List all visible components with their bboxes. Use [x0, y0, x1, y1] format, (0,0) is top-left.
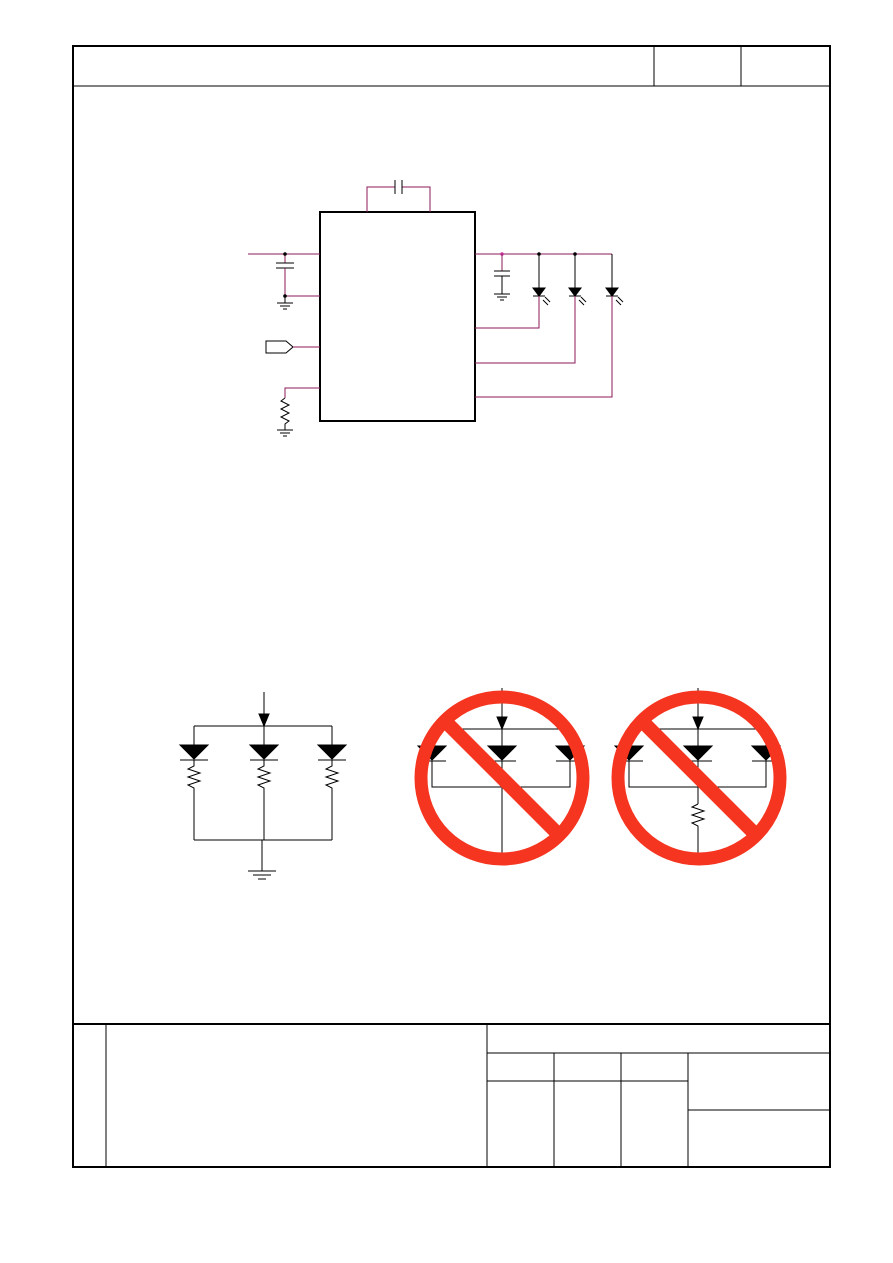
- title-block: [73, 1023, 830, 1167]
- prohibited-shared-resistor: [611, 688, 787, 866]
- resistor-icon: [256, 760, 272, 840]
- resistor-icon: [690, 803, 706, 856]
- ground-icon: [277, 429, 293, 437]
- ground-icon: [277, 296, 293, 310]
- flying-capacitor-icon: [366, 180, 431, 212]
- led-icon: [475, 254, 587, 364]
- recommended-parallel-leds: [178, 692, 348, 880]
- prohibited-icon: [414, 690, 590, 866]
- led-icon: [316, 744, 348, 761]
- resistor-icon: [279, 387, 320, 430]
- led-icon: [248, 744, 280, 761]
- input-port-icon: [265, 340, 320, 354]
- resistor-icon: [324, 760, 340, 840]
- ground-icon: [248, 870, 276, 880]
- input-capacitor-icon: [248, 252, 320, 298]
- resistor-icon: [186, 760, 202, 840]
- sheet-frame: [72, 45, 831, 1168]
- led-icon: [475, 254, 551, 329]
- led-driver-schematic: [248, 180, 624, 437]
- led-icon: [475, 254, 624, 398]
- driver-ic: [319, 211, 476, 422]
- led-icon: [178, 744, 210, 761]
- prohibited-shared-ground: [414, 688, 590, 866]
- output-capacitor-icon: [494, 254, 510, 301]
- prohibited-icon: [611, 690, 787, 866]
